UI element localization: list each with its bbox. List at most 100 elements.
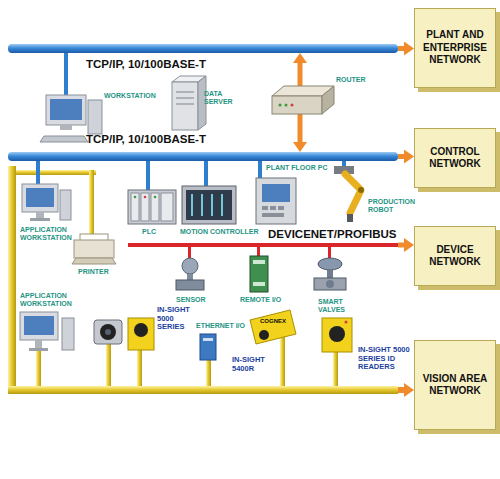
insight-5400r-icon-part	[259, 330, 269, 340]
device-label: SMART VALVES	[318, 298, 354, 314]
ethernet-io-icon	[200, 334, 216, 360]
router-icon-part	[291, 104, 294, 107]
ethernet-drops-part	[146, 161, 150, 190]
vision-sensor-icon	[128, 318, 154, 350]
remote-io-icon	[250, 256, 268, 292]
router-icon-part	[279, 104, 282, 107]
smart-valve-icon-part	[327, 270, 333, 278]
smart-valve-icon	[314, 258, 346, 290]
sensor-icon-part	[176, 280, 204, 290]
vision-pipe-part	[36, 350, 41, 386]
fieldbus-drops-part	[257, 247, 260, 256]
application-workstation-icon	[22, 184, 71, 221]
printer-icon-part	[74, 240, 114, 258]
workstation-icon-part	[88, 100, 102, 134]
network-box: PLANT AND ENTERPRISE NETWORK	[414, 8, 496, 88]
network-name: CONTROL NETWORK	[419, 146, 491, 171]
vision-workstation-icon-part	[35, 340, 42, 348]
insight-5400r-icon	[250, 310, 296, 344]
router-icon-part	[285, 104, 288, 107]
id-reader-icon-part	[345, 321, 348, 324]
device-label: SENSOR	[176, 296, 206, 304]
camera-icon	[94, 320, 122, 344]
data-server-icon	[172, 76, 206, 130]
motion-controller-icon	[182, 186, 236, 224]
router-icon-part	[322, 86, 334, 114]
vision-pipe-part	[206, 360, 211, 386]
smart-valve-icon-part	[318, 258, 342, 270]
vision-pipe-part	[137, 350, 142, 386]
network-arrow	[398, 243, 404, 248]
vision-workstation-icon-part	[24, 316, 54, 335]
device-label: DATA SERVER	[204, 90, 238, 106]
vision-workstation-icon-part	[62, 318, 74, 350]
data-server-icon-part	[172, 82, 198, 130]
motion-controller-icon-part	[221, 194, 223, 216]
motion-controller-icon-part	[191, 194, 193, 216]
data-server-icon-part	[176, 92, 194, 93]
vision-workstation-icon-part	[20, 312, 58, 340]
network-arrow	[398, 46, 404, 51]
plc-icon-part	[161, 193, 173, 221]
application-workstation-icon-part	[30, 218, 50, 221]
application-workstation-icon-part	[26, 188, 54, 207]
network-name: PLANT AND ENTERPRISE NETWORK	[419, 29, 491, 67]
vision-pipe-part	[333, 352, 338, 386]
ethernet-drops-part	[64, 53, 68, 95]
plc-icon-part	[128, 190, 176, 224]
vision-pipe-part	[16, 170, 96, 175]
camera-icon-part	[100, 324, 116, 340]
plc-icon-part	[141, 193, 149, 221]
device-label: PLC	[142, 228, 156, 236]
device-label: IN-SIGHT 5000 SERIES ID READERS	[358, 346, 412, 372]
plant-floor-pc-icon-part	[256, 178, 296, 224]
ethernet-drops-part	[258, 161, 262, 178]
vision-pipe-part	[8, 166, 16, 394]
fieldbus-drops-part	[328, 247, 331, 258]
camera-icon-part	[105, 329, 111, 335]
vision-workstation-icon	[20, 312, 74, 351]
ethernet-drops	[36, 53, 346, 190]
plant-floor-pc-icon	[256, 178, 296, 224]
vision-pipe-part	[398, 387, 404, 393]
brand-mark: COGNEX	[260, 318, 286, 325]
plc-icon-part	[144, 196, 147, 199]
network-box: DEVICE NETWORK	[414, 226, 496, 286]
motion-controller-icon-part	[186, 190, 232, 220]
plant-floor-pc-icon-part	[278, 206, 284, 210]
camera-icon-part	[94, 320, 122, 344]
device-label: REMOTE I/O	[240, 296, 281, 304]
plc-icon-part	[151, 193, 159, 221]
vision-pipe-part	[404, 383, 414, 397]
plant-floor-pc-icon-part	[262, 213, 284, 217]
device-label: WORKSTATION	[104, 92, 156, 100]
workstation-icon-part	[50, 99, 82, 120]
data-server-icon-part	[176, 104, 194, 105]
application-workstation-icon-part	[60, 190, 71, 220]
bus-name: DEVICENET/PROFIBUS	[268, 228, 396, 242]
ethernet-drops-part	[204, 161, 208, 186]
bus-name: TCP/IP, 10/100BASE-T	[86, 133, 206, 147]
network-box: CONTROL NETWORK	[414, 128, 496, 188]
network-name: VISION AREA NETWORK	[419, 373, 491, 398]
id-reader-icon-part	[322, 318, 352, 352]
insight-5400r-icon-part	[250, 310, 296, 344]
plant-floor-pc-icon-part	[262, 184, 290, 202]
device-label: ROUTER	[336, 76, 366, 84]
ethernet-pipe: TCP/IP, 10/100BASE-T	[8, 44, 398, 53]
sensor-icon	[176, 258, 204, 290]
network-name: DEVICE NETWORK	[419, 244, 491, 269]
printer-icon-part	[72, 258, 116, 264]
smart-valve-icon-part	[326, 280, 334, 288]
vision-pipe-part	[106, 344, 111, 386]
device-label: APPLICATION WORKSTATION	[20, 292, 78, 308]
application-workstation-icon-part	[36, 212, 44, 218]
id-reader-icon-part	[329, 326, 345, 342]
vision-sensor-icon-part	[134, 323, 148, 337]
printer-icon	[72, 234, 116, 264]
id-reader-icon	[322, 318, 352, 352]
plant-floor-pc-icon-part	[270, 206, 276, 210]
device-label: ETHERNET I/O	[196, 322, 245, 330]
workstation-icon-part	[40, 136, 88, 142]
plc-icon-part	[134, 196, 137, 199]
